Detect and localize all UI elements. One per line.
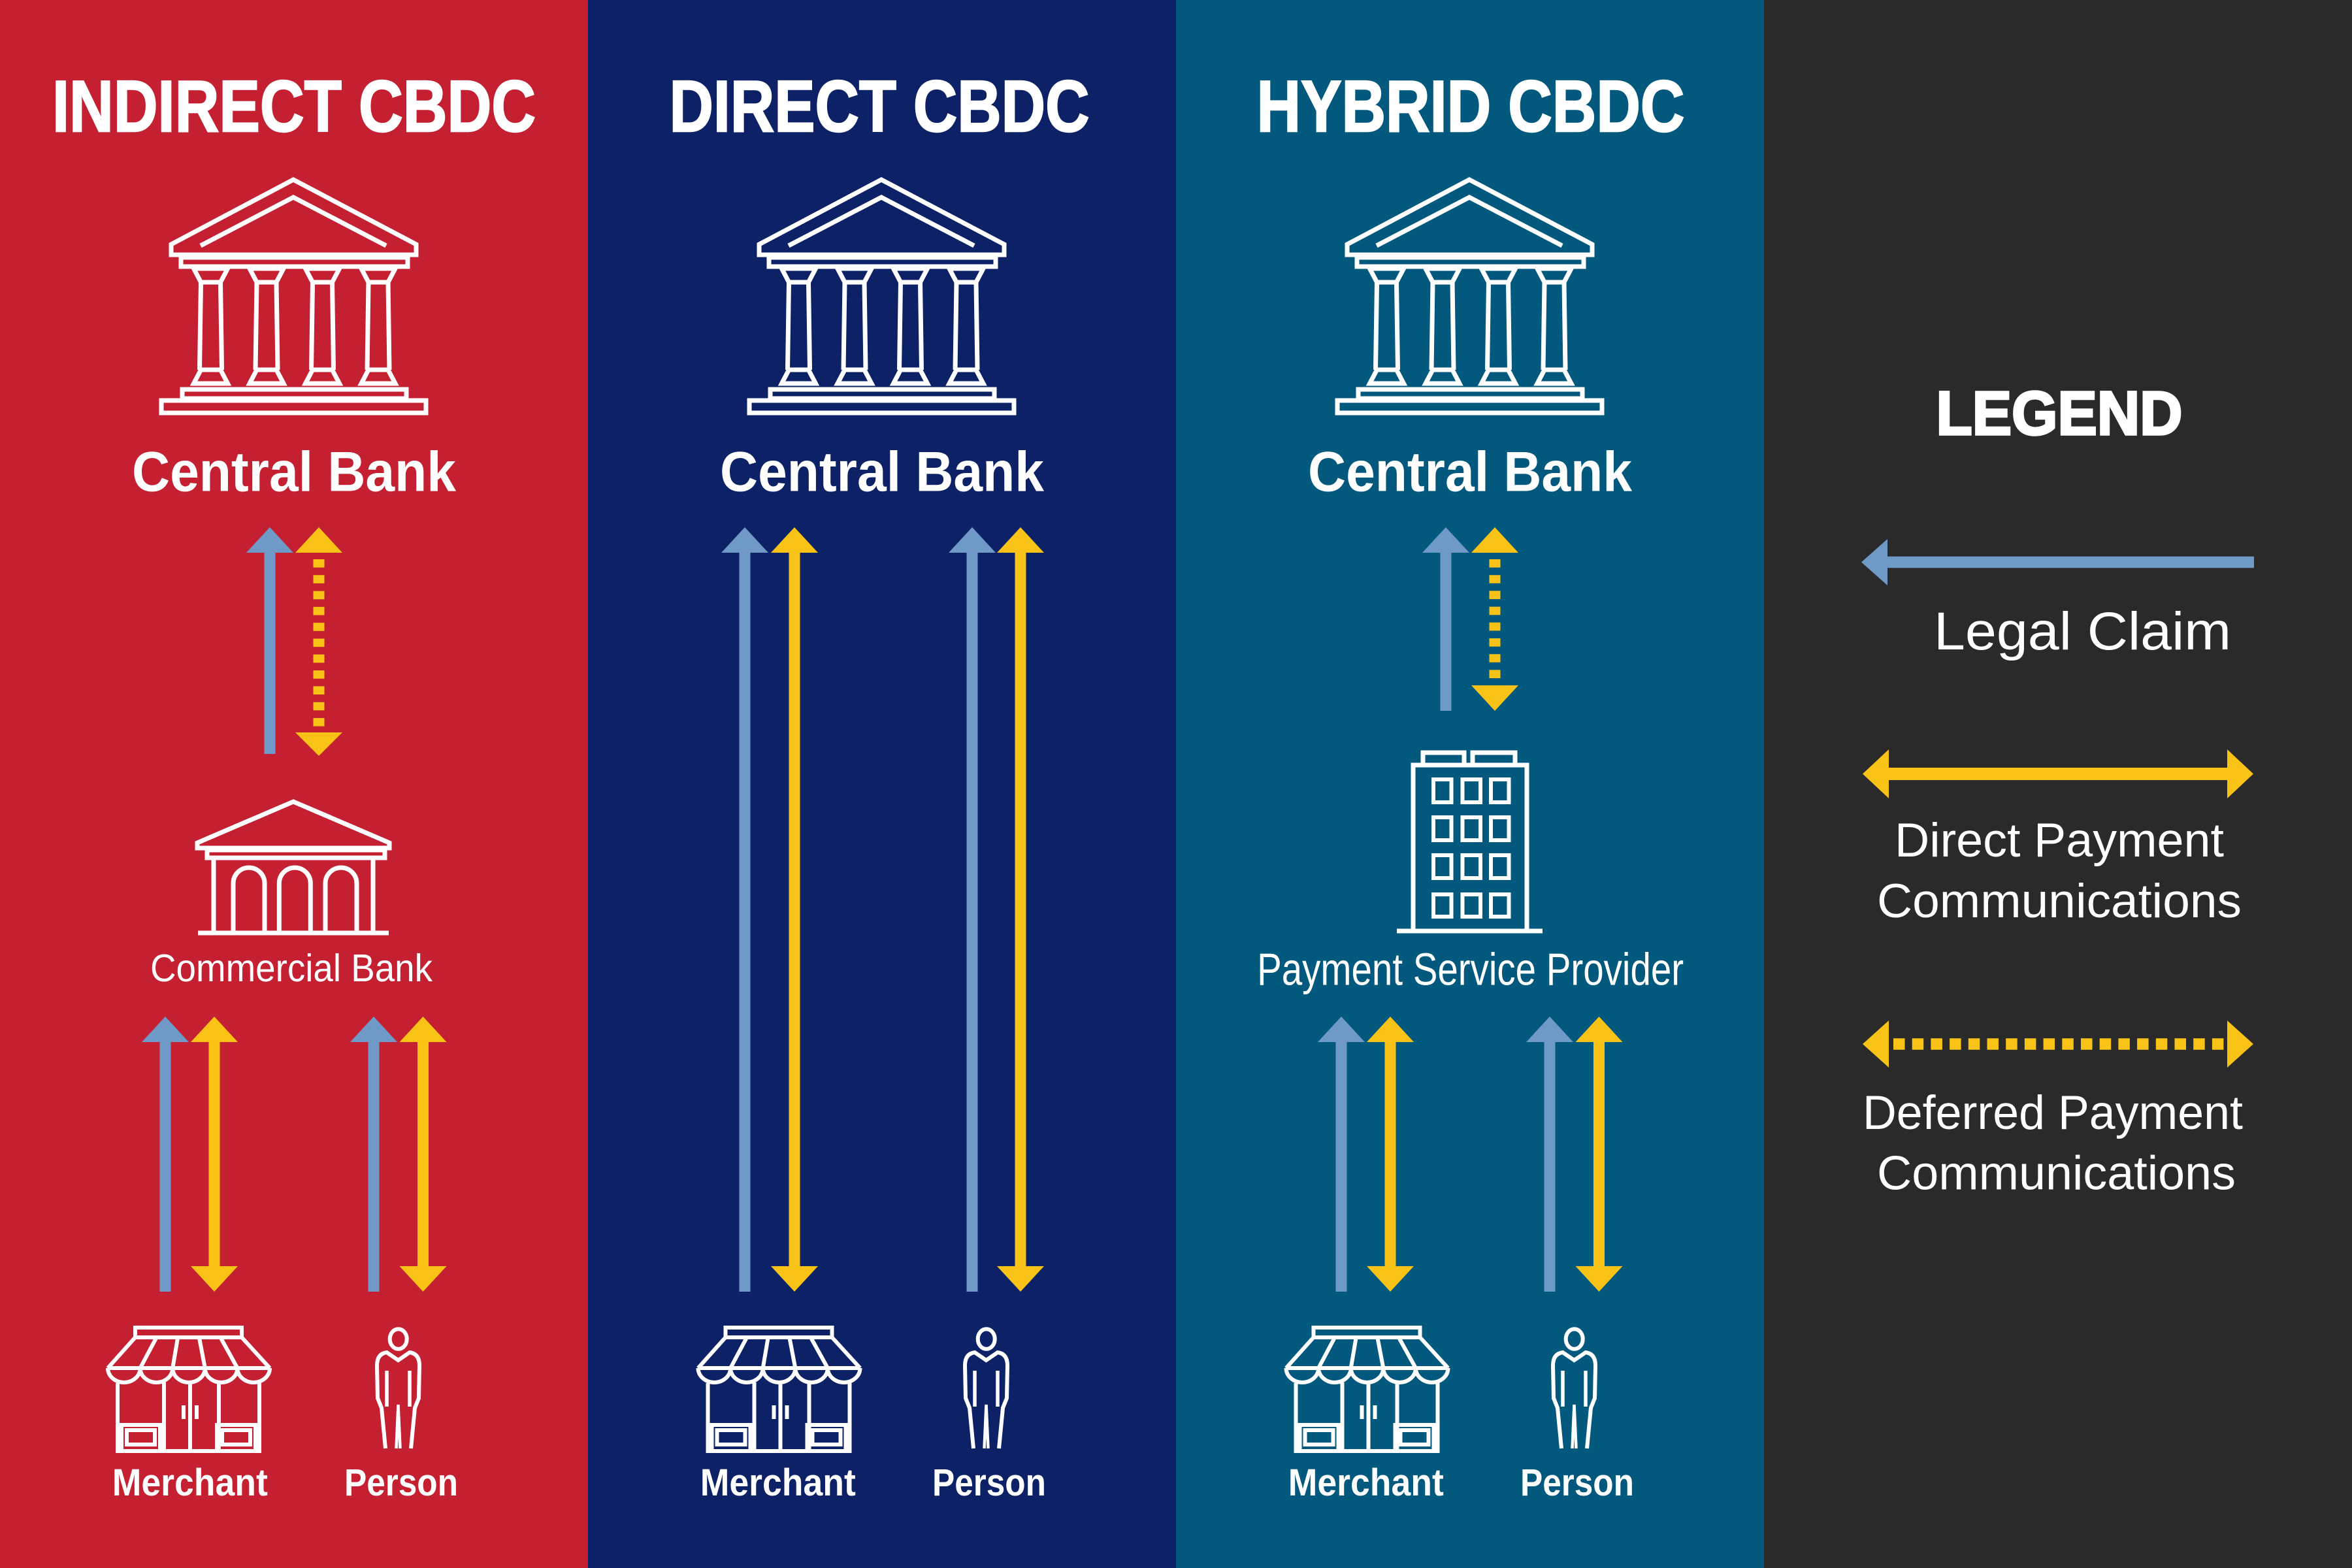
svg-text:Merchant: Merchant: [112, 1462, 268, 1504]
svg-text:Deferred Payment: Deferred Payment: [1863, 1086, 2243, 1139]
svg-text:HYBRID CBDC: HYBRID CBDC: [1257, 66, 1685, 147]
svg-text:DIRECT CBDC: DIRECT CBDC: [670, 66, 1090, 147]
svg-text:Person: Person: [932, 1462, 1046, 1504]
svg-text:Direct Payment: Direct Payment: [1895, 814, 2224, 867]
svg-text:Merchant: Merchant: [700, 1462, 856, 1504]
svg-text:Communications: Communications: [1877, 875, 2242, 928]
svg-text:Central Bank: Central Bank: [720, 441, 1044, 504]
svg-text:Legal Claim: Legal Claim: [1934, 602, 2231, 661]
svg-text:Person: Person: [1520, 1462, 1634, 1504]
svg-text:Communications: Communications: [1877, 1147, 2236, 1200]
svg-text:Merchant: Merchant: [1288, 1462, 1444, 1504]
svg-text:Central Bank: Central Bank: [132, 441, 456, 504]
svg-text:INDIRECT CBDC: INDIRECT CBDC: [52, 66, 536, 147]
svg-text:Commercial Bank: Commercial Bank: [150, 947, 433, 990]
svg-text:Payment Service Provider: Payment Service Provider: [1257, 944, 1684, 995]
svg-text:Person: Person: [344, 1462, 458, 1504]
svg-text:LEGEND: LEGEND: [1936, 379, 2183, 448]
svg-text:Central Bank: Central Bank: [1308, 441, 1632, 504]
